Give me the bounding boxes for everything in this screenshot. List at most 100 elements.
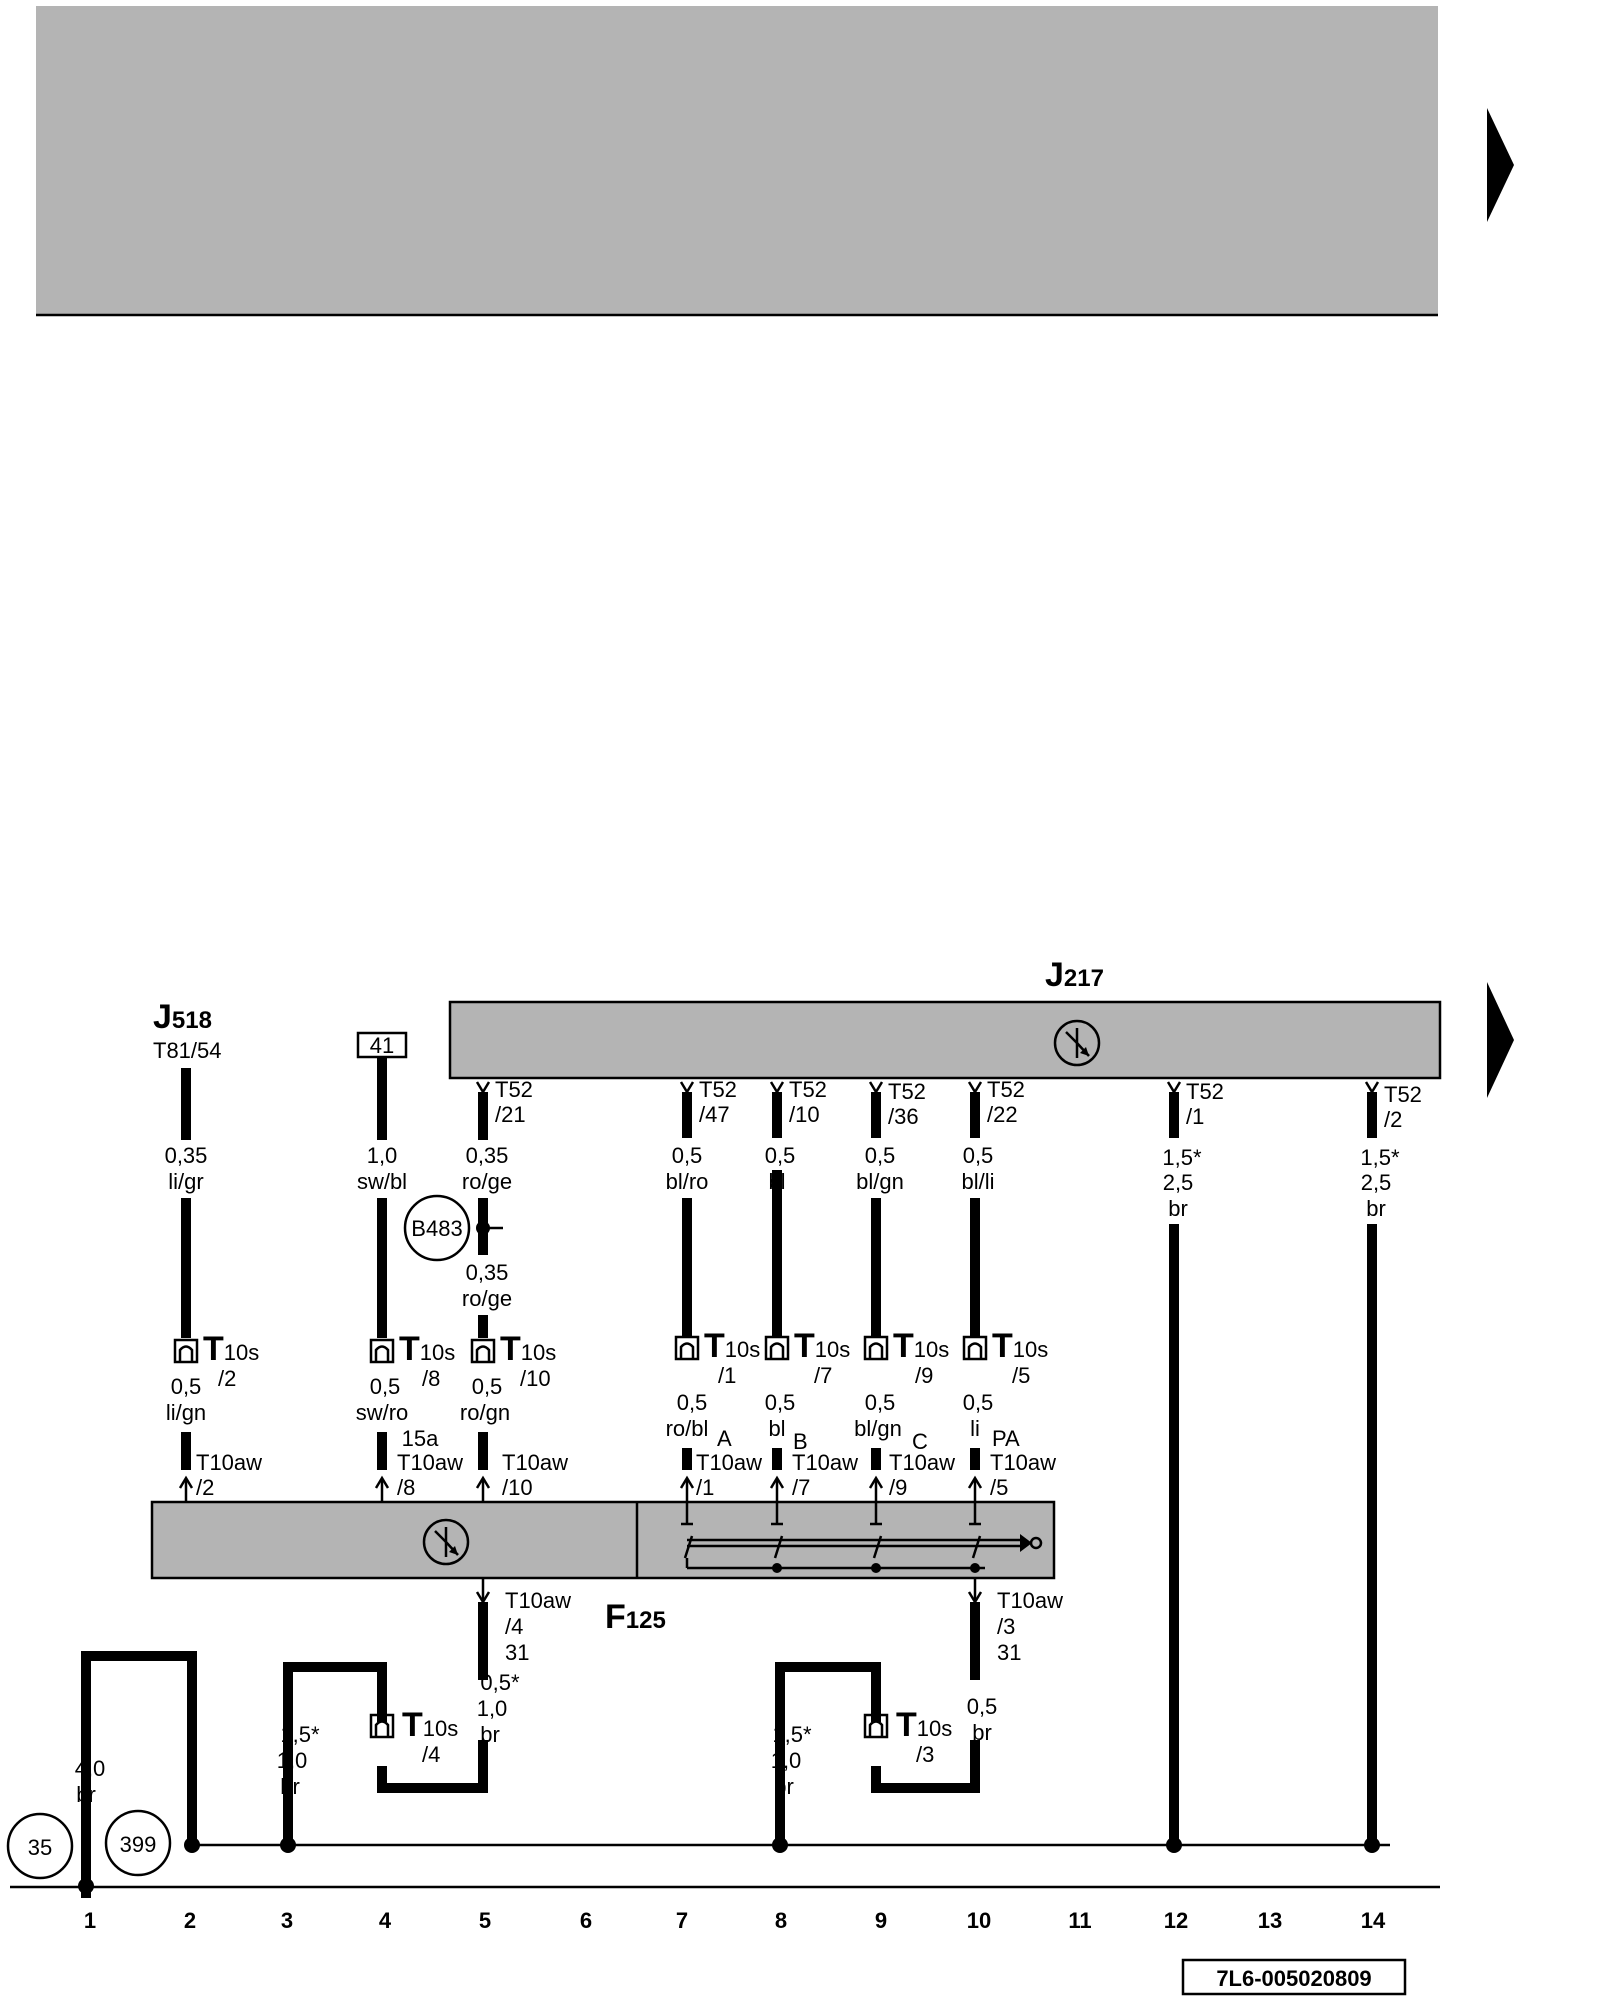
t10s-5-label: T10s/5	[992, 1327, 1048, 1388]
j518-label: J518	[153, 998, 212, 1036]
junction-dot-14	[1364, 1837, 1380, 1853]
switch-letter-pa: PA	[992, 1426, 1020, 1451]
track-number: 7	[676, 1908, 688, 1933]
t52-2-label: T52/2	[1384, 1082, 1422, 1132]
t10s-connector-symbols	[173, 1335, 988, 1364]
t10s-9-label: T10s/9	[893, 1327, 949, 1388]
switch-letter-a: A	[717, 1426, 732, 1451]
t52-connector-arrows	[475, 1081, 1380, 1095]
track-number: 9	[875, 1908, 887, 1933]
t10aw-1-label: T10aw/1	[696, 1450, 762, 1500]
fuse-41-box	[356, 1031, 408, 1059]
t52-1-label: T52/1	[1186, 1079, 1224, 1129]
t10s-10-label: T10s/10	[500, 1330, 556, 1391]
track-number: 13	[1258, 1908, 1282, 1933]
track-number: 14	[1361, 1908, 1386, 1933]
ground-wire-4-5	[377, 1740, 488, 1793]
t10aw-10-label: T10aw/10	[502, 1450, 568, 1500]
reference-box	[1181, 1958, 1407, 1996]
t10s-2-label: T10s/2	[203, 1330, 259, 1391]
fuse-41-label: 41	[370, 1033, 394, 1058]
j217-electronic-icon	[1053, 1019, 1101, 1067]
j217-control-unit[interactable]	[448, 1000, 1442, 1080]
track-number: 6	[580, 1908, 592, 1933]
ground-point-35-label: 35	[28, 1835, 52, 1860]
junction-dot-3	[280, 1837, 296, 1853]
ground-wire-8-9	[775, 1662, 881, 1842]
t10aw-7-label: T10aw/7	[792, 1450, 858, 1500]
track-number: 5	[479, 1908, 491, 1933]
t10aw-top-arrows	[178, 1475, 983, 1502]
t10s-4-label: T10s/4	[402, 1706, 458, 1767]
f125-label: F125	[605, 1598, 666, 1636]
junction-dot-8	[772, 1837, 788, 1853]
t10aw-2-label: T10aw/2	[196, 1450, 262, 1500]
f125-switch-contacts	[681, 1502, 1043, 1573]
ground-wire-9-10	[871, 1740, 980, 1793]
t52-22-label: T52/22	[987, 1077, 1025, 1127]
t52-47-label: T52/47	[699, 1077, 737, 1127]
t10s-1-label: T10s/1	[704, 1327, 760, 1388]
t52-36-label: T52/36	[888, 1079, 926, 1129]
t10s-8-label: T10s/8	[399, 1330, 455, 1391]
t52-21-label: T52/21	[495, 1077, 533, 1127]
track-number: 10	[967, 1908, 991, 1933]
j217-label: J217	[1045, 956, 1104, 994]
track-number: 8	[775, 1908, 787, 1933]
b483-circle[interactable]	[403, 1194, 471, 1262]
next-page-icon[interactable]	[1487, 108, 1514, 222]
switch-letter-b: B	[793, 1429, 808, 1454]
ground-wire-1-2	[81, 1651, 197, 1898]
f125-electronic-icon	[422, 1518, 470, 1566]
track-number: 3	[281, 1908, 293, 1933]
track-number: 2	[184, 1908, 196, 1933]
ground-wire-3-4	[283, 1662, 387, 1842]
ground-point-35[interactable]	[6, 1812, 74, 1880]
t10s-ground-connectors	[369, 1713, 889, 1739]
t10s-3-label: T10s/3	[896, 1706, 952, 1767]
track-number: 4	[379, 1908, 392, 1933]
b483-junction-dot	[476, 1221, 490, 1235]
t52-10-label: T52/10	[789, 1077, 827, 1127]
junction-dot-12	[1166, 1837, 1182, 1853]
track-number: 12	[1164, 1908, 1188, 1933]
b483-label: B483	[411, 1216, 462, 1241]
track-number: 11	[1068, 1908, 1091, 1933]
track-number: 1	[84, 1908, 96, 1933]
ground-point-399[interactable]	[104, 1809, 172, 1877]
switch-letter-c: C	[912, 1429, 928, 1454]
ground-point-399-label: 399	[120, 1832, 157, 1857]
t10aw-9-label: T10aw/9	[889, 1450, 955, 1500]
j518-pin: T81/54	[153, 1038, 222, 1063]
reference-number: 7L6-005020809	[1216, 1966, 1371, 1991]
t10aw-8-label: T10aw/8	[397, 1450, 463, 1500]
junction-dot-2	[184, 1837, 200, 1853]
header-panel	[36, 6, 1438, 314]
continue-icon[interactable]	[1487, 982, 1514, 1098]
t10s-7-label: T10s/7	[794, 1327, 850, 1388]
t10aw-5-label: T10aw/5	[990, 1450, 1056, 1500]
